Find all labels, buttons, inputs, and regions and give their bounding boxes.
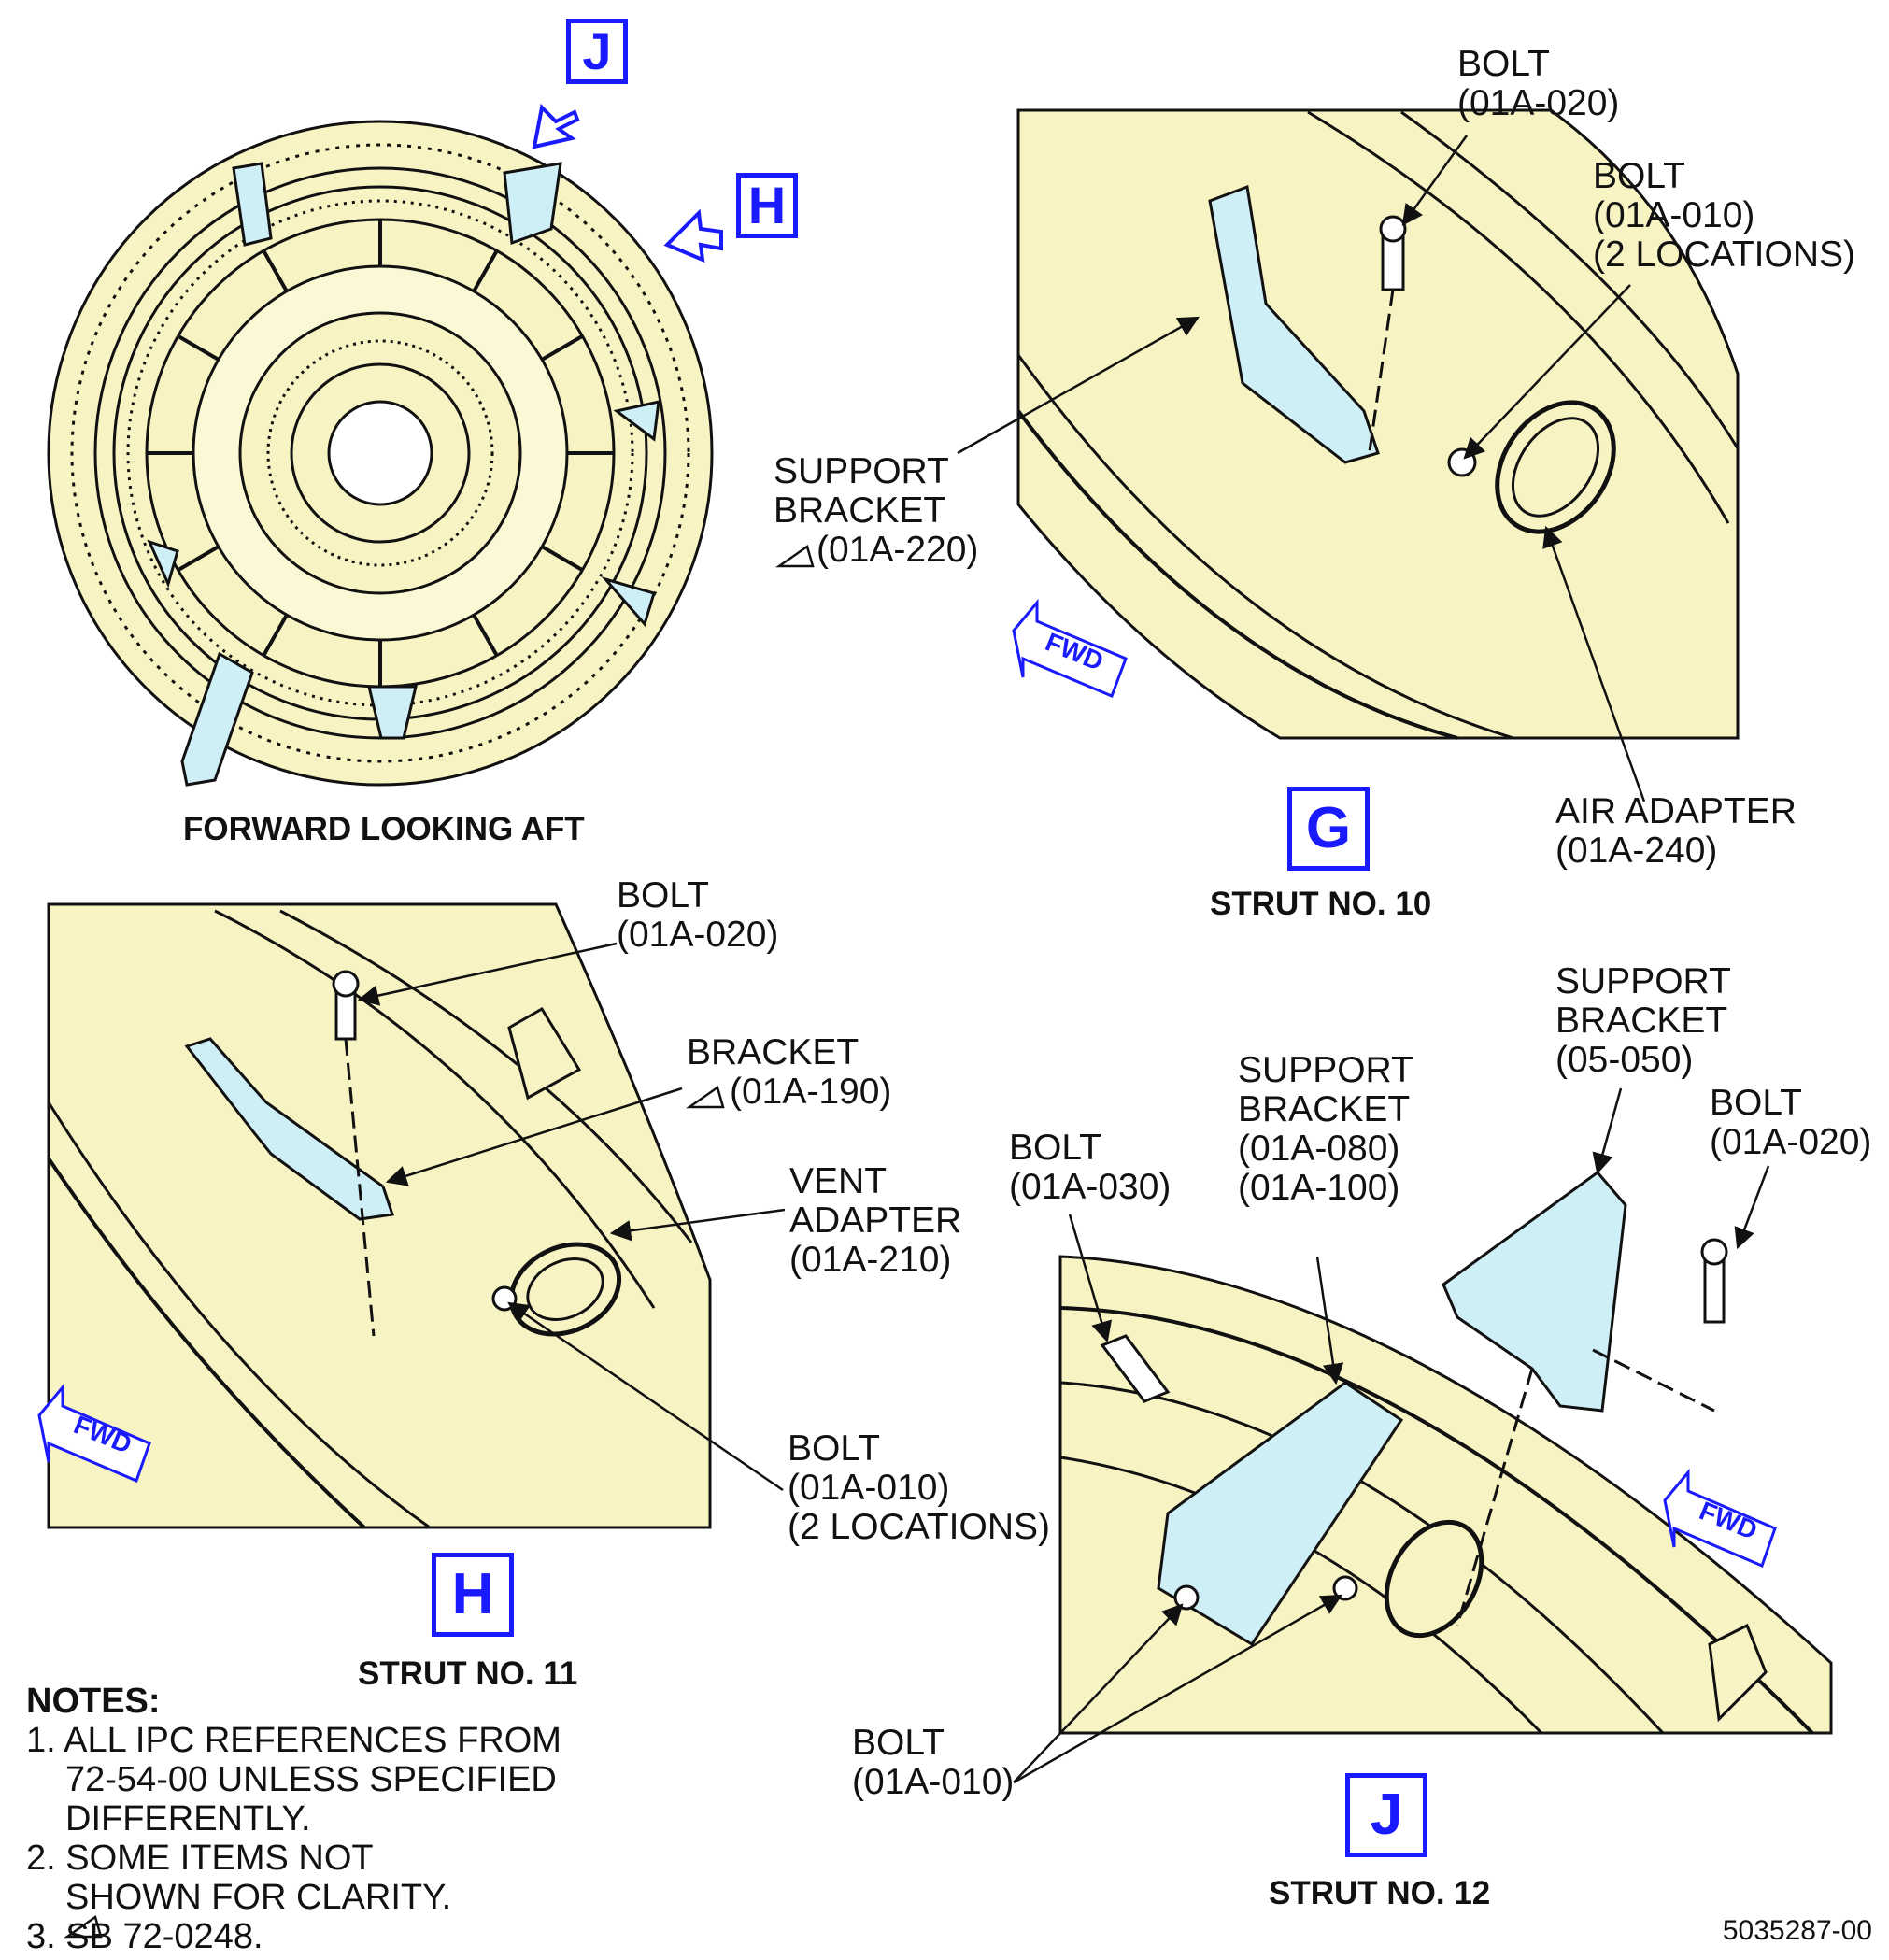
view-g-letter: G (1287, 787, 1370, 871)
view-marker-h[interactable]: H (736, 173, 798, 238)
g-bolt-top-label: BOLT(01A-020) (1457, 44, 1620, 123)
view-j-caption: STRUT NO. 12 (1269, 1875, 1491, 1911)
view-j-drawing (1058, 1170, 1833, 1735)
document-id: 5035287-00 (1722, 1915, 1872, 1946)
h-bolt-bottom-label: BOLT(01A-010)(2 LOCATIONS) (788, 1428, 1050, 1547)
h-bracket-label: BRACKET (01A-190) (687, 1032, 892, 1112)
view-h-drawing (47, 902, 712, 1529)
fwd-arrows (37, 598, 1777, 1569)
h-bolt-top-label: BOLT(01A-020) (617, 875, 779, 955)
note-3: 3. SB 72-0248. (26, 1917, 263, 1956)
note-2: 2. SOME ITEMS NOT SHOWN FOR CLARITY. (26, 1839, 452, 1917)
notes-title: NOTES: (26, 1682, 161, 1721)
view-marker-j[interactable]: J (566, 19, 628, 84)
view-j-letter: J (1345, 1773, 1427, 1857)
j-bolt-020-label: BOLT(01A-020) (1710, 1083, 1872, 1162)
j-bolt-030-label: BOLT(01A-030) (1009, 1128, 1172, 1207)
view-g-caption: STRUT NO. 10 (1210, 886, 1432, 922)
leader-lines (357, 135, 1770, 1784)
overview-caption: FORWARD LOOKING AFT (183, 811, 585, 847)
revision-delta-symbols (64, 544, 815, 1939)
g-air-adapter-label: AIR ADAPTER(01A-240) (1555, 791, 1797, 871)
note-1: 1. ALL IPC REFERENCES FROM 72-54-00 UNLE… (26, 1721, 561, 1839)
engine-overview-drawing (47, 120, 714, 787)
notes-block: NOTES: 1. ALL IPC REFERENCES FROM 72-54-… (26, 1682, 561, 1956)
view-g-drawing (1016, 108, 1740, 740)
g-bolt-right-label: BOLT(01A-010)(2 LOCATIONS) (1593, 156, 1855, 275)
j-bolt-010-label: BOLT(01A-010) (852, 1723, 1015, 1802)
view-h-letter: H (432, 1553, 514, 1637)
overview-view-arrows (532, 103, 723, 263)
view-h-caption: STRUT NO. 11 (358, 1655, 578, 1692)
